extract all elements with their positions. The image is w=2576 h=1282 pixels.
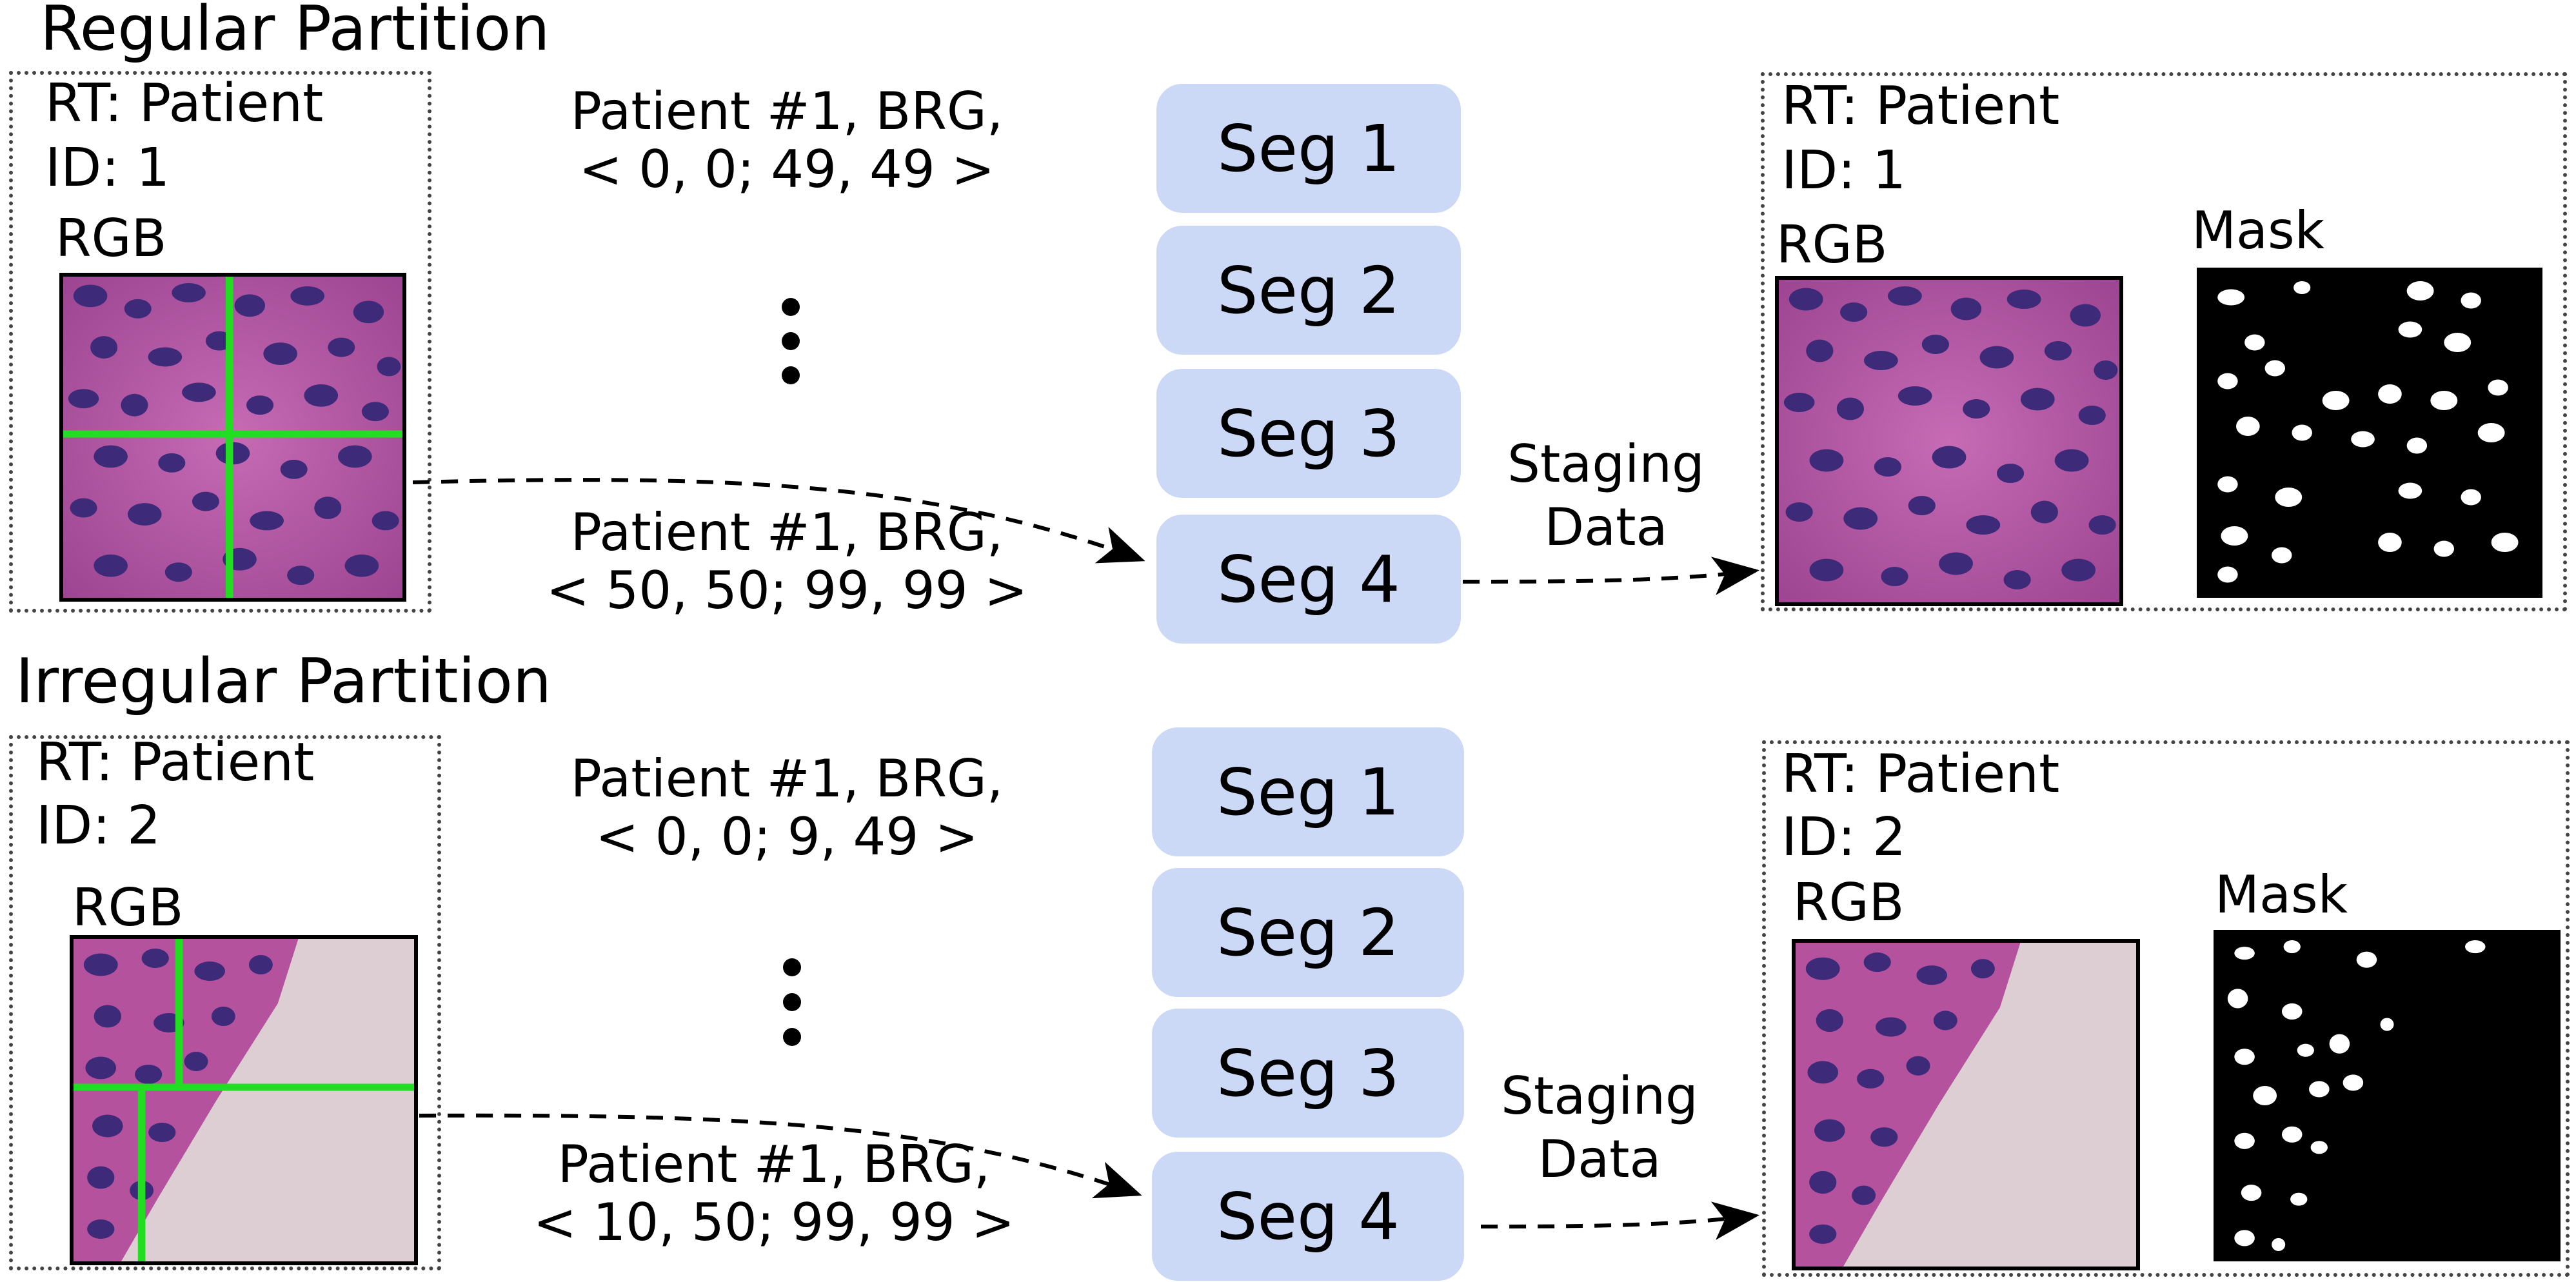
regular-right-mask-image bbox=[2197, 268, 2542, 598]
regular-right-panel bbox=[1761, 72, 2567, 611]
irregular-seg-2: Seg 2 bbox=[1152, 868, 1464, 997]
irregular-seg-4: Seg 4 bbox=[1152, 1152, 1464, 1281]
regular-ellipsis-dot bbox=[782, 366, 800, 384]
regular-record-last-line1: Patient #1, BRG, bbox=[570, 502, 1004, 562]
regular-partition-title: Regular Partition bbox=[40, 0, 550, 64]
regular-staging-line2: Data bbox=[1544, 497, 1668, 557]
irregular-left-panel bbox=[9, 735, 441, 1270]
irregular-ellipsis-dot bbox=[783, 958, 801, 976]
regular-seg-3: Seg 3 bbox=[1156, 369, 1461, 498]
irregular-right-rt-line2: ID: 2 bbox=[1781, 807, 1907, 868]
irregular-right-rgb-label: RGB bbox=[1793, 873, 1905, 932]
regular-ellipsis-dot bbox=[782, 298, 800, 316]
regular-left-panel bbox=[9, 71, 431, 613]
irregular-partition-title: Irregular Partition bbox=[15, 646, 552, 717]
irregular-right-panel bbox=[1762, 740, 2570, 1277]
irregular-ellipsis-dot bbox=[783, 993, 801, 1011]
regular-left-tissue-svg bbox=[63, 277, 402, 598]
regular-seg-1: Seg 1 bbox=[1156, 84, 1461, 213]
irregular-staging-arrow bbox=[1480, 1201, 1759, 1240]
regular-right-rgb-label: RGB bbox=[1776, 215, 1888, 275]
regular-right-rgb-image bbox=[1775, 276, 2123, 606]
irregular-record-last-line2: < 10, 50; 99, 99 > bbox=[533, 1192, 1015, 1252]
irregular-ellipsis-dot bbox=[783, 1028, 801, 1046]
irregular-left-rgb-image bbox=[70, 935, 418, 1265]
regular-staging-arrow bbox=[1462, 557, 1759, 595]
regular-left-rt-line2: ID: 1 bbox=[45, 137, 170, 199]
irregular-seg-3: Seg 3 bbox=[1152, 1009, 1464, 1138]
irregular-left-rt-line1: RT: Patient bbox=[36, 732, 315, 793]
irregular-staging-line1: Staging bbox=[1501, 1066, 1698, 1126]
irregular-record-first-line1: Patient #1, BRG, bbox=[570, 749, 1004, 809]
regular-right-mask-label: Mask bbox=[2192, 201, 2325, 261]
irregular-staging-line2: Data bbox=[1538, 1129, 1661, 1189]
regular-record-last-line2: < 50, 50; 99, 99 > bbox=[546, 560, 1028, 620]
irregular-right-mask-image bbox=[2214, 930, 2561, 1261]
irregular-input-arrow bbox=[419, 1113, 1142, 1199]
irregular-record-last-line1: Patient #1, BRG, bbox=[557, 1134, 991, 1194]
regular-record-first-line1: Patient #1, BRG, bbox=[570, 81, 1004, 141]
regular-ellipsis-dot bbox=[782, 332, 800, 350]
regular-record-first-line2: < 0, 0; 49, 49 > bbox=[579, 139, 995, 199]
irregular-left-tissue-svg bbox=[74, 939, 414, 1261]
irregular-record-first-line2: < 0, 0; 9, 49 > bbox=[595, 807, 978, 867]
regular-left-rt-line1: RT: Patient bbox=[45, 73, 324, 134]
irregular-right-rt-line1: RT: Patient bbox=[1781, 744, 2060, 805]
irregular-right-mask-label: Mask bbox=[2215, 865, 2348, 925]
irregular-seg-1: Seg 1 bbox=[1152, 727, 1464, 856]
irregular-left-rgb-label: RGB bbox=[72, 878, 184, 938]
regular-staging-line1: Staging bbox=[1507, 434, 1705, 494]
irregular-left-rt-line2: ID: 2 bbox=[36, 795, 161, 856]
regular-left-rgb-label: RGB bbox=[55, 208, 167, 268]
regular-right-rt-line1: RT: Patient bbox=[1781, 75, 2060, 137]
regular-right-rt-line2: ID: 1 bbox=[1781, 140, 1907, 201]
regular-left-rgb-image bbox=[59, 273, 406, 602]
regular-input-arrow bbox=[412, 478, 1145, 564]
regular-seg-2: Seg 2 bbox=[1156, 226, 1461, 355]
irregular-right-rgb-image bbox=[1792, 939, 2140, 1270]
regular-seg-4: Seg 4 bbox=[1156, 515, 1461, 644]
